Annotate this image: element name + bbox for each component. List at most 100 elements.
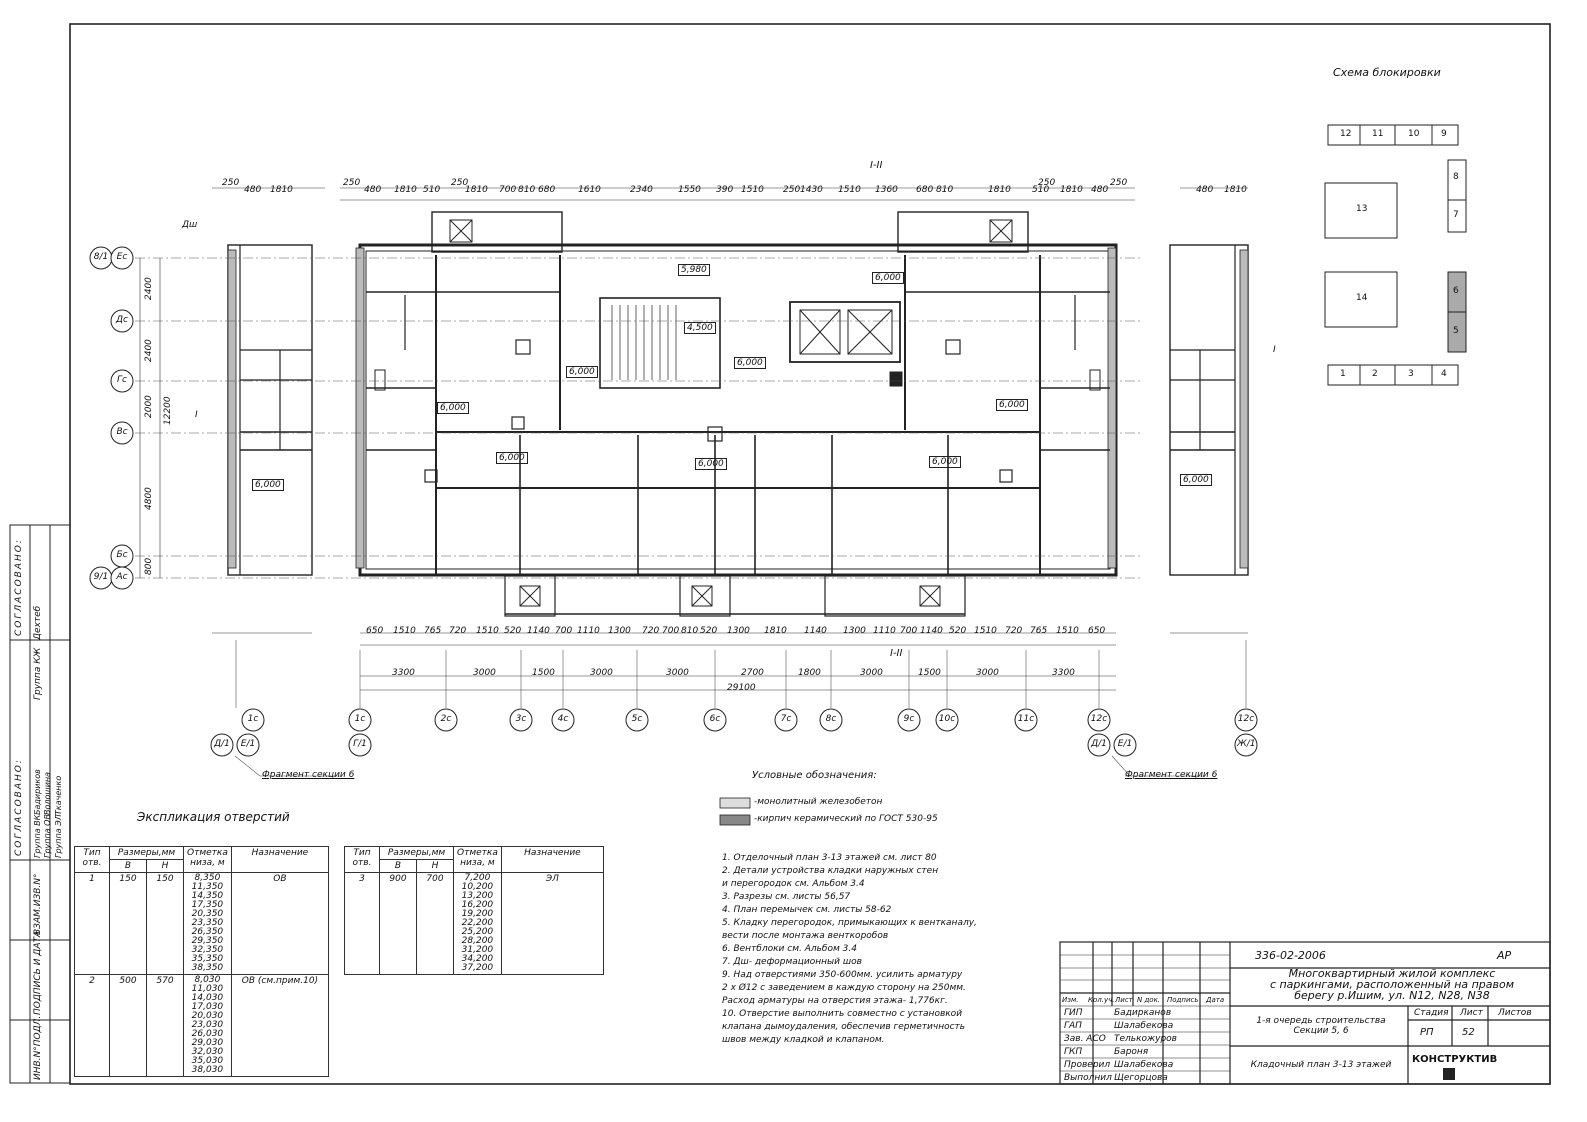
company-logo-text: КОНСТРУКТИВ xyxy=(1412,1054,1498,1065)
top-dim-26: 250 xyxy=(1038,178,1056,188)
note-line: клапана дымоудаления, обеспечив герметич… xyxy=(722,1022,966,1032)
stamp-group-kzh: Группа КЖ xyxy=(33,647,43,700)
col-right-mark-E1: Е/1 xyxy=(1117,739,1133,749)
bottom-dim-1: 3300 xyxy=(392,668,415,678)
plan-bottom-dim-12: 700 xyxy=(662,626,680,636)
th-type: Тип отв. xyxy=(344,846,380,873)
section-cut-mark-left: I xyxy=(195,410,198,420)
note-line: 2 х Ø12 с заведением в каждую сторону на… xyxy=(722,983,966,993)
th-mark: Отметка низа, м xyxy=(453,846,502,873)
plan-bottom-dim-16: 1810 xyxy=(764,626,787,636)
plan-bottom-dim-13: 810 xyxy=(681,626,699,636)
stamp-group-vk: Группа ВК xyxy=(33,814,42,858)
th-type: Тип отв. xyxy=(74,846,110,873)
top-dim-22: 680 xyxy=(916,185,934,195)
col-header-date: Дата xyxy=(1206,996,1225,1004)
cell-b: 900 xyxy=(379,872,417,975)
block-scheme-diagram xyxy=(1324,124,1467,386)
scheme-section-5: 5 xyxy=(1453,326,1459,336)
cell-type: 2 xyxy=(74,974,110,1077)
row-axis-B: Бс xyxy=(116,550,128,560)
stamp-group-ov: Группа ОВ xyxy=(43,814,52,858)
note-line: 10. Отверстие выполнить совместно с уста… xyxy=(722,1009,963,1019)
row-mark-9-1: 9/1 xyxy=(93,572,109,582)
plan-bottom-dim-3: 765 xyxy=(424,626,442,636)
col-far-right-12c: 12с xyxy=(1237,714,1255,724)
top-dim-24: 1810 xyxy=(988,185,1011,195)
project-name: Многоквартирный жилой комплекс с паркинг… xyxy=(1269,967,1515,1002)
plan-bottom-dim-23: 1510 xyxy=(974,626,997,636)
cell-type: 3 xyxy=(344,872,380,975)
top-dim-6: 1810 xyxy=(394,185,417,195)
th-h: Н xyxy=(416,859,454,873)
level-tag-10: 6,000 xyxy=(929,456,961,468)
plan-bottom-dim-11: 720 xyxy=(642,626,660,636)
plan-bottom-dim-21: 1140 xyxy=(920,626,943,636)
th-sizes: Размеры,мм xyxy=(379,846,454,860)
top-dim-3: 1810 xyxy=(270,185,293,195)
scheme-section-1: 1 xyxy=(1340,369,1346,379)
stage-value: РП xyxy=(1420,1027,1434,1038)
stamp-inv-zam: ВЗАМ.ИЗВ.N° xyxy=(33,873,43,936)
stage-header: Стадия xyxy=(1414,1008,1449,1018)
level-tag-12: 6,000 xyxy=(1180,474,1212,486)
legend-brick: -кирпич керамический по ГОСТ 530-95 xyxy=(754,814,938,824)
sheet-header: Лист xyxy=(1460,1008,1483,1018)
note-line: Расход арматуры на отверстия этажа- 1,77… xyxy=(722,996,948,1006)
level-tag-2: 6,000 xyxy=(872,272,904,284)
th-sizes: Размеры,мм xyxy=(109,846,184,860)
top-dim-8: 250 xyxy=(451,178,469,188)
col-left-mark-D1: Д/1 xyxy=(214,739,230,749)
note-line: вести после монтажа венткоробов xyxy=(722,931,889,941)
row-axis-D: Дс xyxy=(116,315,128,325)
plan-bottom-dim-22: 520 xyxy=(949,626,967,636)
bottom-dim-6: 2700 xyxy=(741,668,764,678)
note-line: 1. Отделочный план 3-13 этажей см. лист … xyxy=(722,853,937,863)
plan-bottom-dim-15: 1300 xyxy=(727,626,750,636)
stamp-group-kzh-name: Дехтеб xyxy=(33,605,43,640)
general-notes: 1. Отделочный план 3-13 этажей см. лист … xyxy=(722,852,1052,1047)
plan-bottom-dim-8: 700 xyxy=(555,626,573,636)
top-dim-21: 1360 xyxy=(875,185,898,195)
plan-bottom-dim-9: 1110 xyxy=(577,626,600,636)
top-dim-17: 1510 xyxy=(741,185,764,195)
th-h: Н xyxy=(146,859,184,873)
bottom-dim-5: 3000 xyxy=(666,668,689,678)
plan-bottom-dim-5: 1510 xyxy=(476,626,499,636)
block-scheme-title: Схема блокировки xyxy=(1333,66,1441,79)
bottom-dim-total: 29100 xyxy=(727,683,756,693)
col-2c: 2с xyxy=(440,714,452,724)
th-purpose: Назначение xyxy=(500,846,605,873)
top-dim-10: 700 xyxy=(499,185,517,195)
scheme-section-13: 13 xyxy=(1356,204,1368,214)
th-purpose: Назначение xyxy=(230,846,330,873)
legend-swatches xyxy=(719,797,751,826)
stamp-group-vk-name: Бадириков xyxy=(33,769,42,815)
top-dim-31: 1810 xyxy=(1224,185,1247,195)
note-line: 5. Кладку перегородок, примыкающих к вен… xyxy=(722,918,977,928)
bottom-dim-9: 1500 xyxy=(918,668,941,678)
deformation-joint-label: Дш xyxy=(182,220,198,230)
stage-description: 1-я очередь строительства Секции 5, 6 xyxy=(1256,1016,1386,1036)
level-tag-7: 6,000 xyxy=(996,399,1028,411)
row-axis-bubbles xyxy=(89,246,134,590)
row-mark-8-1: 8/1 xyxy=(93,252,109,262)
plan-bottom-dim-1: 650 xyxy=(366,626,384,636)
top-dim-30: 480 xyxy=(1196,185,1214,195)
legend-concrete: -монолитный железобетон xyxy=(754,797,883,807)
scheme-section-11: 11 xyxy=(1372,129,1384,139)
openings-table-right: Тип отв. Размеры,мм Отметка низа, м Назн… xyxy=(344,846,605,975)
col-header-izm: Изм. xyxy=(1062,996,1079,1004)
top-dim-28: 480 xyxy=(1091,185,1109,195)
plan-bottom-dim-20: 700 xyxy=(900,626,918,636)
note-line: 9. Над отверстиями 350-600мм. усилить ар… xyxy=(722,970,963,980)
note-line: 6. Вентблоки см. Альбом 3.4 xyxy=(722,944,857,954)
top-dim-19: 1430 xyxy=(800,185,823,195)
stamp-inv-podl: ИНВ.N°ПОДЛ. xyxy=(33,1015,43,1080)
scheme-section-9: 9 xyxy=(1441,129,1447,139)
col-left-mark-E1: Е/1 xyxy=(240,739,256,749)
top-dim-12: 680 xyxy=(538,185,556,195)
scheme-section-8: 8 xyxy=(1453,172,1459,182)
